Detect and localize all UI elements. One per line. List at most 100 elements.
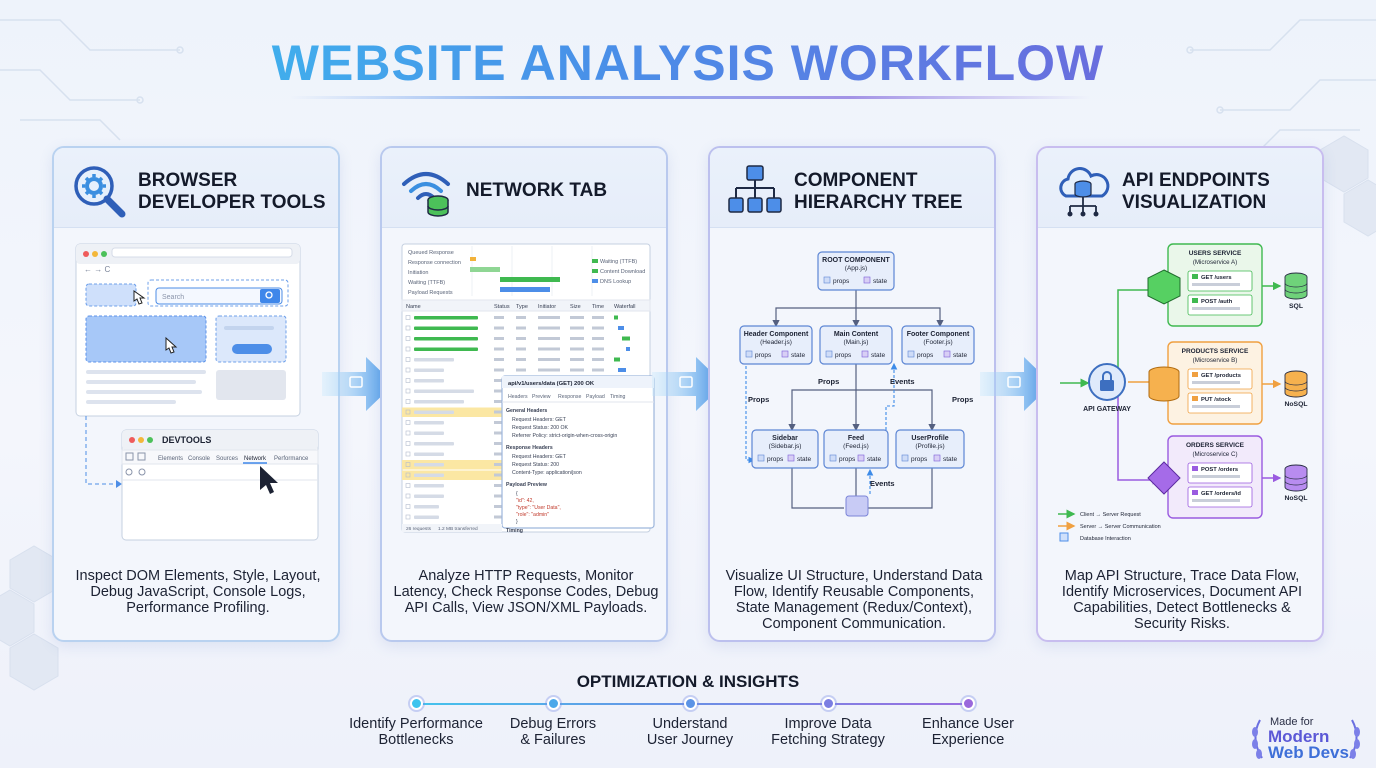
card-header: NETWORK TAB <box>382 148 666 228</box>
card-description: Visualize UI Structure, Understand Data … <box>725 568 983 632</box>
svg-text:Queued Response: Queued Response <box>408 250 454 256</box>
flow-arrow-3 <box>980 357 1052 411</box>
svg-text:26 requests: 26 requests <box>406 526 432 532</box>
tree-node-name: Footer Component <box>907 331 970 338</box>
svg-text:Events: Events <box>870 479 895 488</box>
service-subtitle: (Microservice B) <box>1193 357 1238 364</box>
timeline-dot <box>962 697 975 710</box>
svg-text:"role": "admin": "role": "admin" <box>516 512 549 518</box>
insight-item: Debug Errors & Failures <box>509 716 597 748</box>
svg-text:Content-Type: application/json: Content-Type: application/json <box>512 470 582 476</box>
svg-text:Content Download: Content Download <box>600 269 645 275</box>
service-endpoint: GET /products <box>1201 373 1241 379</box>
card-header: COMPONENT HIERARCHY TREE <box>710 148 994 228</box>
flow-arrow-1 <box>322 357 394 411</box>
svg-text:{: { <box>516 491 518 497</box>
tree-node-state: state <box>791 352 805 359</box>
arrow-cursor-icon <box>260 466 278 494</box>
svg-text:Request Headers: GET: Request Headers: GET <box>512 417 567 423</box>
service-box: ORDERS SERVICE(Microservice C)POST /orde… <box>1147 435 1308 519</box>
tree-node-state: state <box>867 456 881 463</box>
insight-item: Enhance User Experience <box>922 716 1014 748</box>
tree-node-state: state <box>797 456 811 463</box>
svg-text:Response: Response <box>558 394 581 400</box>
svg-text:Waiting (TTFB): Waiting (TTFB) <box>408 280 445 286</box>
svg-text:Props: Props <box>748 395 769 404</box>
insight-item: Understand User Journey <box>646 716 734 748</box>
svg-text:Preview: Preview <box>532 394 551 400</box>
network-row <box>405 336 630 341</box>
network-row <box>405 367 626 373</box>
tree-node: Sidebar(Sidebar.js) props state <box>751 429 819 469</box>
service-name: ORDERS SERVICE <box>1186 442 1245 449</box>
svg-text:Payload Requests: Payload Requests <box>408 290 453 296</box>
svg-text:Referrer Policy: strict-origin: Referrer Policy: strict-origin-when-cros… <box>512 433 617 439</box>
hand-cursor-icon <box>133 290 146 305</box>
tree-node-file: (App.js) <box>845 265 867 272</box>
card-title: API ENDPOINTS VISUALIZATION <box>1122 170 1270 213</box>
card-title: COMPONENT HIERARCHY TREE <box>794 170 963 213</box>
devtools-tab: Network <box>244 456 267 462</box>
svg-text:Search: Search <box>162 294 184 301</box>
wifi-database-icon <box>402 172 450 217</box>
service-subtitle: (Microservice A) <box>1193 259 1237 266</box>
svg-text:Client → Server Request: Client → Server Request <box>1080 512 1141 518</box>
database-label: NoSQL <box>1284 495 1307 502</box>
insight-item: Improve Data Fetching Strategy <box>771 716 885 748</box>
svg-text:Request Status: 200 OK: Request Status: 200 OK <box>512 425 568 431</box>
tree-node-file: (Sidebar.js) <box>769 443 802 450</box>
card-network-tab: NETWORK TAB Queued Response Response con… <box>380 146 668 642</box>
svg-text:Payload Preview: Payload Preview <box>506 482 548 488</box>
network-row <box>405 325 624 331</box>
tree-node-name: UserProfile <box>911 435 948 442</box>
badge-line-2: Modern <box>1268 727 1330 746</box>
tree-node-file: (Header.js) <box>760 339 792 346</box>
devtools-tab: Elements <box>158 456 183 462</box>
browser-devtools-illustration: ← → C Search DEVTOOLS Elements Console S… <box>75 243 319 541</box>
database-label: NoSQL <box>1284 401 1307 408</box>
tree-node: Footer Component(Footer.js) props state <box>901 325 975 365</box>
svg-text:Initiator: Initiator <box>538 304 556 310</box>
svg-text:}: } <box>516 519 518 525</box>
svg-text:Events: Events <box>890 377 915 386</box>
card-browser-devtools: BROWSER DEVELOPER TOOLS ← → C Search DEV… <box>52 146 340 642</box>
tree-node-props: props <box>767 456 784 463</box>
tree-node-file: (Main.js) <box>844 339 869 346</box>
tree-node-name: Sidebar <box>772 435 798 442</box>
cube-icon <box>1147 269 1181 305</box>
svg-text:"id": 42,: "id": 42, <box>516 498 534 504</box>
svg-text:Response Headers: Response Headers <box>506 445 553 451</box>
tree-node-file: (Footer.js) <box>923 339 952 346</box>
network-panel-illustration: Queued Response Response connection Init… <box>401 243 655 534</box>
svg-text:Response connection: Response connection <box>408 260 461 266</box>
service-box: USERS SERVICE(Microservice A)GET /usersP… <box>1147 243 1308 327</box>
svg-text:Payload: Payload <box>586 394 605 400</box>
diamond-icon <box>1147 461 1181 495</box>
tree-node-props: props <box>917 352 934 359</box>
tree-node-name: Header Component <box>744 331 809 338</box>
hand-cursor-icon <box>165 336 178 354</box>
card-header: BROWSER DEVELOPER TOOLS <box>54 148 338 228</box>
tree-node-state: state <box>953 352 967 359</box>
svg-text:DEVTOOLS: DEVTOOLS <box>162 435 211 445</box>
network-row <box>405 357 620 362</box>
tree-node-props: props <box>835 352 852 359</box>
service-endpoint: POST /orders <box>1201 467 1238 473</box>
card-component-hierarchy: COMPONENT HIERARCHY TREE Props Props P <box>708 146 996 642</box>
svg-text:api/v1/users/data (GET) 200 OK: api/v1/users/data (GET) 200 OK <box>508 381 595 387</box>
service-endpoint: PUT /stock <box>1201 397 1232 403</box>
card-description: Inspect DOM Elements, Style, Layout, Deb… <box>75 568 321 616</box>
flow-arrow-2 <box>652 357 724 411</box>
tree-node-props: props <box>833 278 850 285</box>
component-tree-illustration: Props Props Props Events Events ROOT COM… <box>739 251 975 517</box>
svg-text:Timing: Timing <box>610 394 625 400</box>
svg-text:Request Headers: GET: Request Headers: GET <box>512 454 567 460</box>
svg-text:Props: Props <box>952 395 973 404</box>
insight-item: Identify Performance Bottlenecks <box>349 716 483 748</box>
badge-line-1: Made for <box>1270 716 1314 728</box>
timeline-dot <box>547 697 560 710</box>
tree-node-name: Main Content <box>834 331 879 338</box>
